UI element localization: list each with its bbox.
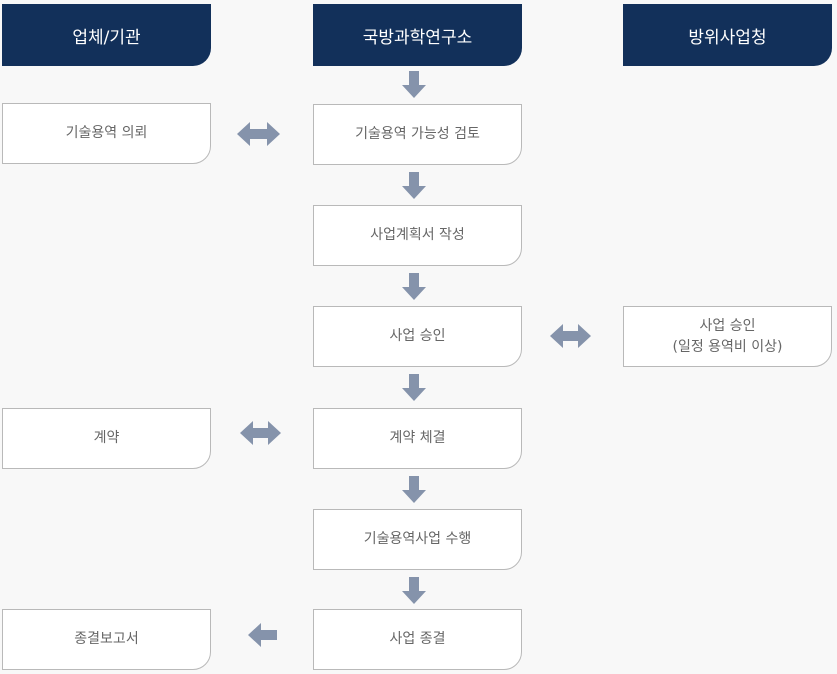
box-final-report: 종결보고서 bbox=[2, 609, 211, 670]
box-contract: 계약 bbox=[2, 408, 211, 469]
dapa-approval-note: (일정 용역비 이상) bbox=[672, 338, 783, 355]
box-request: 기술용역 의뢰 bbox=[2, 103, 211, 164]
down-arrow-icon bbox=[402, 172, 426, 199]
dapa-approval-title: 사업 승인 bbox=[699, 317, 756, 334]
box-closure: 사업 종결 bbox=[313, 609, 522, 670]
box-approval: 사업 승인 bbox=[313, 306, 522, 367]
header-dapa: 방위사업청 bbox=[623, 4, 832, 66]
down-arrow-icon bbox=[402, 273, 426, 300]
double-arrow-icon bbox=[237, 122, 280, 146]
down-arrow-icon bbox=[402, 71, 426, 98]
left-arrow-icon bbox=[248, 623, 277, 647]
box-contract-signing: 계약 체결 bbox=[313, 408, 522, 469]
box-plan-writing: 사업계획서 작성 bbox=[313, 205, 522, 266]
header-company: 업체/기관 bbox=[2, 4, 211, 66]
box-execution: 기술용역사업 수행 bbox=[313, 509, 522, 570]
down-arrow-icon bbox=[402, 374, 426, 401]
double-arrow-icon bbox=[550, 324, 591, 348]
box-dapa-approval: 사업 승인 (일정 용역비 이상) bbox=[623, 306, 832, 367]
header-add: 국방과학연구소 bbox=[313, 4, 522, 66]
down-arrow-icon bbox=[402, 476, 426, 503]
double-arrow-icon bbox=[240, 421, 281, 445]
box-feasibility-review: 기술용역 가능성 검토 bbox=[313, 104, 522, 165]
down-arrow-icon bbox=[402, 577, 426, 604]
